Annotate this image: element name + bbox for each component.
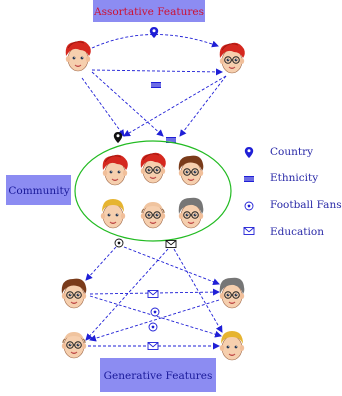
community-person bbox=[178, 155, 204, 186]
envelope-icon bbox=[147, 342, 159, 350]
football-icon bbox=[148, 322, 158, 332]
envelope-icon bbox=[147, 290, 159, 298]
person-bottom-right-bottom bbox=[219, 331, 245, 361]
football-icon bbox=[244, 201, 254, 211]
community-person bbox=[100, 199, 126, 229]
generative-label: Generative Features bbox=[104, 370, 213, 382]
assortative-label: Assortative Features bbox=[93, 6, 204, 18]
map-pin-icon bbox=[149, 27, 159, 38]
legend-country: Country bbox=[270, 146, 313, 158]
envelope-icon bbox=[243, 227, 255, 235]
community-label-box bbox=[6, 175, 71, 205]
legend: Country Ethnicity Football Fans Educatio… bbox=[243, 146, 342, 238]
map-pin-icon bbox=[244, 147, 254, 158]
community-person bbox=[140, 201, 166, 229]
person-bottom-right-top bbox=[219, 277, 245, 309]
person-bottom-left-bottom bbox=[61, 331, 87, 359]
ethnicity-flag-icon bbox=[150, 81, 162, 89]
community-person bbox=[140, 152, 167, 184]
football-icon bbox=[150, 307, 160, 317]
community-person bbox=[178, 197, 204, 229]
envelope-icon bbox=[165, 240, 177, 248]
person-bottom-left-top bbox=[61, 278, 87, 309]
ethnicity-flag-icon bbox=[243, 175, 255, 183]
community-label: Community bbox=[8, 185, 69, 197]
community-ring bbox=[74, 140, 232, 242]
person-top-left bbox=[65, 40, 92, 72]
legend-ethnicity: Ethnicity bbox=[270, 172, 318, 184]
community-person bbox=[102, 154, 129, 186]
football-icon bbox=[114, 238, 124, 248]
generative-label-box bbox=[100, 358, 216, 392]
person-top-right bbox=[219, 42, 246, 74]
map-pin-icon bbox=[113, 132, 123, 143]
legend-football: Football Fans bbox=[270, 199, 342, 211]
assortative-label-box bbox=[93, 0, 205, 22]
legend-education: Education bbox=[270, 226, 324, 238]
